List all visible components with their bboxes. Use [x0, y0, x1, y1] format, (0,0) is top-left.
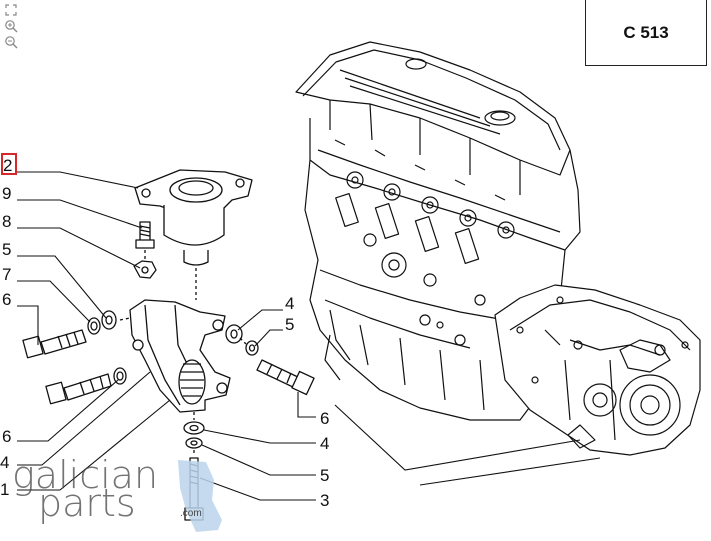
- callout-numbers: 2 9 8 5 7 6 4 5 6 6 4 4 5 1 3: [0, 156, 329, 510]
- callout-8: 8: [2, 212, 11, 231]
- callout-5-top: 5: [2, 240, 11, 259]
- selected-callout-highlight[interactable]: [1, 153, 17, 175]
- callout-9: 9: [2, 184, 11, 203]
- galicianparts-watermark: galician parts .com: [12, 453, 222, 532]
- watermark-suffix: .com: [180, 508, 202, 519]
- callout-6-lower: 6: [2, 427, 11, 446]
- callout-6-right: 6: [320, 409, 329, 428]
- zoom-out-icon[interactable]: [4, 35, 18, 49]
- fit-to-page-icon[interactable]: [4, 3, 18, 17]
- callout-5-lower: 5: [320, 466, 329, 485]
- callout-5-right: 5: [285, 315, 294, 334]
- callout-4-left: 4: [0, 453, 9, 472]
- zoom-in-icon[interactable]: [4, 19, 18, 33]
- diagram-code: C 513: [623, 22, 669, 42]
- watermark-line-1: galician: [12, 453, 158, 497]
- watermark-line-2: parts: [38, 481, 136, 525]
- mount-parts: [22, 169, 315, 521]
- callout-1: 1: [0, 480, 9, 499]
- callout-4-lower: 4: [320, 434, 329, 453]
- callout-leaders: [17, 171, 601, 501]
- callout-7: 7: [2, 265, 11, 284]
- diagram-code-box: C 513: [585, 0, 707, 66]
- engine-illustration: [295, 41, 701, 456]
- callout-3: 3: [320, 491, 329, 510]
- callout-6-left: 6: [2, 290, 11, 309]
- callout-4-right: 4: [285, 294, 294, 313]
